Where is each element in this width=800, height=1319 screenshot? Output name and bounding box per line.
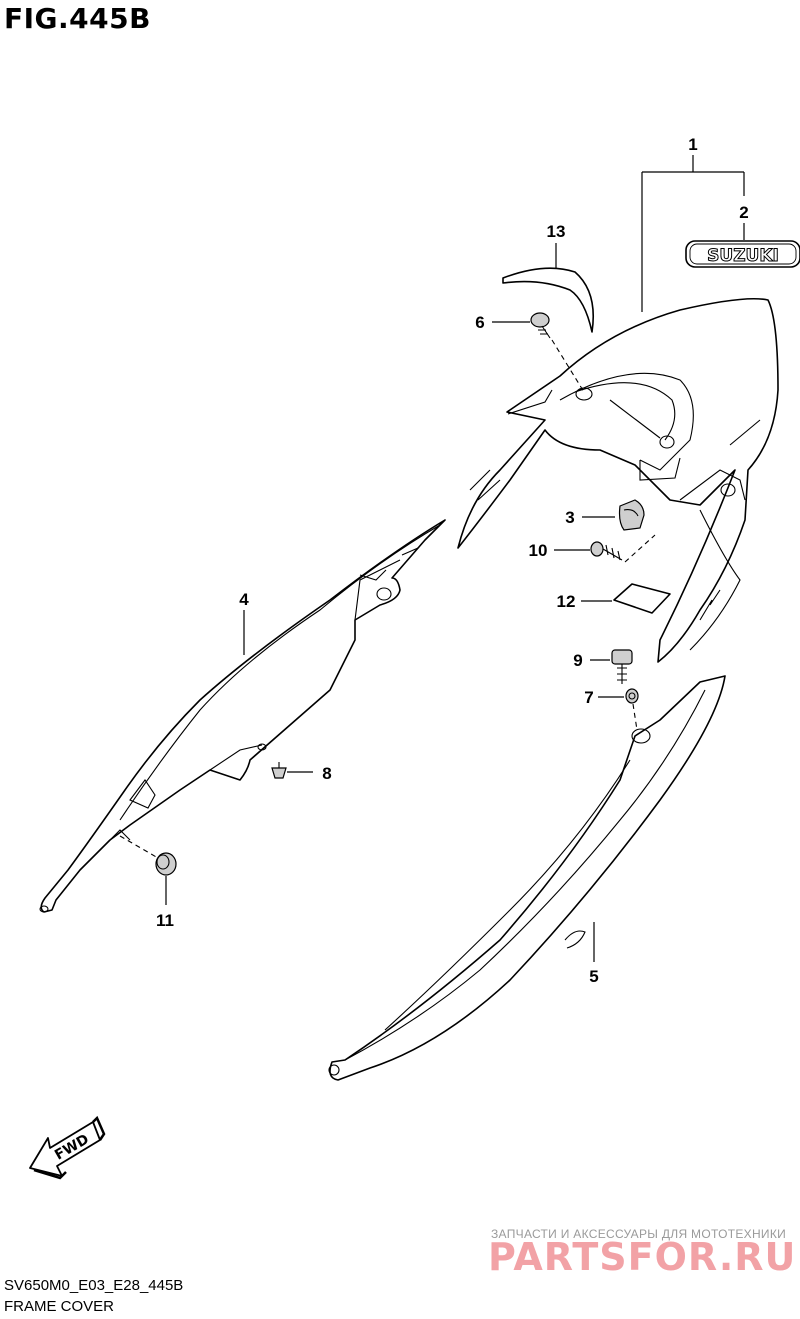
callout-10: 10	[529, 541, 548, 560]
part-12-pad[interactable]	[613, 583, 671, 614]
footer-assembly-name: FRAME COVER	[4, 1298, 115, 1315]
part-3-grommet[interactable]	[618, 499, 645, 531]
suzuki-emblem-text: SUZUKI	[707, 246, 779, 266]
callout-12: 12	[557, 592, 576, 611]
callout-6: 6	[475, 313, 484, 332]
callout-3: 3	[565, 508, 574, 527]
fwd-arrow: FWD	[29, 1115, 106, 1180]
callout-2: 2	[739, 203, 748, 222]
footer-diagram-code: SV650M0_E03_E28_445B	[4, 1277, 184, 1294]
part-11-cap[interactable]	[155, 852, 177, 876]
callout-labels: 1 2 3 4 5 6 7 8 9 10 11 12 13	[156, 135, 749, 986]
callout-11: 11	[156, 911, 174, 930]
part-7-nut[interactable]	[625, 688, 639, 704]
callout-8: 8	[322, 764, 331, 783]
callout-4: 4	[239, 590, 249, 609]
part-10-tapping-screw[interactable]	[590, 541, 623, 561]
watermark-brand: PARTSFOR.RU	[488, 1235, 797, 1279]
part-5-right-frame-cover[interactable]	[328, 675, 726, 1081]
part-2-suzuki-emblem[interactable]: SUZUKI	[685, 240, 800, 268]
part-6-screw[interactable]	[530, 312, 551, 339]
part-1-tail-cover[interactable]	[457, 297, 779, 663]
callout-1: 1	[688, 135, 697, 154]
figure-title: FIG.445B	[4, 2, 151, 35]
leader-1	[641, 155, 745, 312]
part-9-bolt[interactable]	[611, 649, 633, 684]
callout-9: 9	[573, 651, 582, 670]
callout-13: 13	[547, 222, 566, 241]
part-13-cushion[interactable]	[502, 267, 595, 333]
watermark-tagline: ЗАПЧАСТИ И АКСЕССУАРЫ ДЛЯ МОТОТЕХНИКИ	[491, 1227, 787, 1241]
part-8-clip[interactable]	[271, 762, 287, 779]
callout-5: 5	[589, 967, 598, 986]
callout-7: 7	[584, 688, 593, 707]
part-4-left-frame-cover[interactable]	[39, 519, 446, 913]
